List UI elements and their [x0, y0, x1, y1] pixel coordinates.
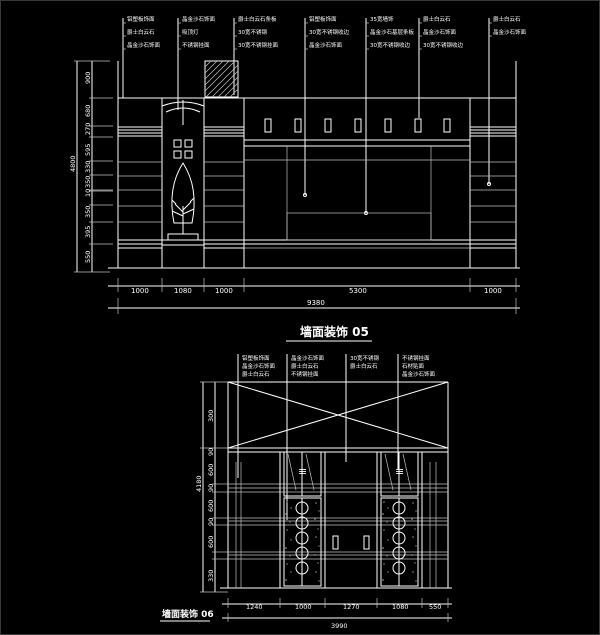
dim-06-v3: 90 [207, 484, 215, 492]
note-05-6a: 爵士白云石 [423, 15, 451, 23]
wall-outline-05 [108, 60, 520, 269]
dim-06-v6: 600 [207, 536, 215, 548]
note-05-6b: 晶金沙石饰面 [423, 28, 457, 36]
note-05-2c: 不锈钢挂面 [182, 41, 210, 49]
dim-06-b0: 1240 [246, 603, 263, 611]
dim-06-v5: 90 [207, 518, 215, 526]
note-05-1b: 爵士白云石 [127, 28, 155, 36]
note-05-3c: 30宽不锈钢挂面 [238, 41, 278, 49]
dim-06-b1: 1000 [295, 603, 312, 611]
dim-05-b3: 5300 [349, 287, 367, 295]
dim-05-b2: 1000 [215, 287, 233, 295]
note-06-3b: 爵士白云石 [350, 362, 378, 370]
note-05-2b: 吸顶灯 [182, 28, 199, 36]
note-06-1b: 晶金沙石饰面 [242, 362, 276, 370]
note-05-4a: 铝塑板饰面 [309, 15, 337, 23]
dim-06-total: 3990 [331, 622, 348, 630]
dim-05-v5: 350 [84, 176, 92, 188]
note-05-6c: 30宽不锈钢收边 [423, 41, 463, 49]
dim-05-v1: 680 [84, 105, 92, 117]
dim-06-b2: 1270 [343, 603, 360, 611]
stone-panel-left [283, 497, 322, 587]
elevation-06: 铝塑板饰面 晶金沙石饰面 爵士白云石 晶金沙石饰面 爵士白云石 不锈钢挂面 30… [160, 354, 452, 630]
note-06-4c: 晶金沙石饰面 [402, 370, 436, 378]
note-06-2c: 不锈钢挂面 [291, 370, 319, 378]
dim-06-v7: 330 [207, 570, 215, 582]
note-06-1a: 铝塑板饰面 [242, 354, 270, 362]
note-05-4c: 晶金沙石饰面 [309, 41, 343, 49]
elevation-05: 铝塑板饰面 爵士白云石 晶金沙石饰面 晶金沙石饰面 吸顶灯 不锈钢挂面 爵士白云… [69, 15, 527, 342]
note-06-3a: 30宽不锈钢 [350, 354, 379, 362]
note-05-7b: 晶金沙石饰面 [493, 28, 527, 36]
dim-05-v4: 330 [84, 161, 92, 173]
note-05-3b: 30宽不锈钢 [238, 28, 267, 36]
dim-05-total: 9380 [307, 299, 325, 307]
stone-panel-right [380, 497, 419, 587]
note-06-4a: 不锈钢挂面 [402, 354, 430, 362]
dim-06-v2: 600 [207, 464, 215, 476]
dim-06-height: 4180 [195, 475, 203, 492]
dim-05-b4: 1000 [484, 287, 502, 295]
dim-05-v8: 395 [84, 226, 92, 238]
wall-outline-06: ≡ ≡ [220, 381, 452, 589]
dim-06-b4: 550 [429, 603, 441, 611]
note-05-5c: 30宽不锈钢收边 [370, 41, 410, 49]
dim-05-height: 4800 [69, 155, 77, 172]
dim-bottom-06: 1240 1000 1270 1080 550 3990 [222, 598, 452, 630]
dim-05-v7: 350 [84, 206, 92, 218]
note-06-1c: 爵士白云石 [242, 370, 270, 378]
dim-05-v0: 900 [84, 72, 92, 84]
dim-05-b1: 1080 [174, 287, 192, 295]
note-05-2a: 晶金沙石饰面 [182, 15, 216, 23]
dim-05-v2: 270 [84, 123, 92, 135]
note-06-2b: 爵士白云石 [291, 362, 319, 370]
note-06-2a: 晶金沙石饰面 [291, 354, 325, 362]
note-05-7a: 爵士白云石 [493, 15, 521, 23]
note-05-4b: 30宽不锈钢收边 [309, 28, 349, 36]
dim-left-05: 4800 900 680 270 595 330 350 10 350 395 … [69, 60, 113, 273]
note-05-5b: 晶金沙石基层条板 [370, 28, 415, 36]
annotation-group-05: 铝塑板饰面 爵士白云石 晶金沙石饰面 晶金沙石饰面 吸顶灯 不锈钢挂面 爵士白云… [122, 15, 527, 215]
cabinet-ornament-left: ≡ [298, 465, 307, 478]
title-elevation-06: 墙面装饰 06 [162, 608, 214, 620]
cabinet-ornament-right: ≡ [395, 465, 404, 478]
title-elevation-05: 墙面装饰 05 [300, 324, 369, 339]
dim-bottom-05: 1000 1080 1000 5300 1000 9380 [108, 278, 520, 314]
dim-left-06: 4180 300 90 600 90 600 90 600 330 [195, 381, 228, 593]
note-05-5a: 35宽墙饰 [370, 15, 394, 23]
dim-06-v1: 90 [207, 448, 215, 456]
note-05-1a: 铝塑板饰面 [127, 15, 155, 23]
dim-06-v4: 600 [207, 500, 215, 512]
dim-06-v0: 300 [207, 410, 215, 422]
annotation-group-06: 铝塑板饰面 晶金沙石饰面 爵士白云石 晶金沙石饰面 爵士白云石 不锈钢挂面 30… [237, 354, 436, 520]
dim-05-v3: 595 [84, 144, 92, 156]
note-05-1c: 晶金沙石饰面 [127, 41, 161, 49]
note-06-4b: 石材贴面 [402, 362, 425, 370]
dim-06-b3: 1080 [392, 603, 409, 611]
note-05-3a: 爵士白云石条板 [238, 15, 277, 23]
dim-05-v6: 10 [84, 189, 92, 197]
dim-05-v9: 550 [84, 251, 92, 263]
dim-05-b0: 1000 [131, 287, 149, 295]
